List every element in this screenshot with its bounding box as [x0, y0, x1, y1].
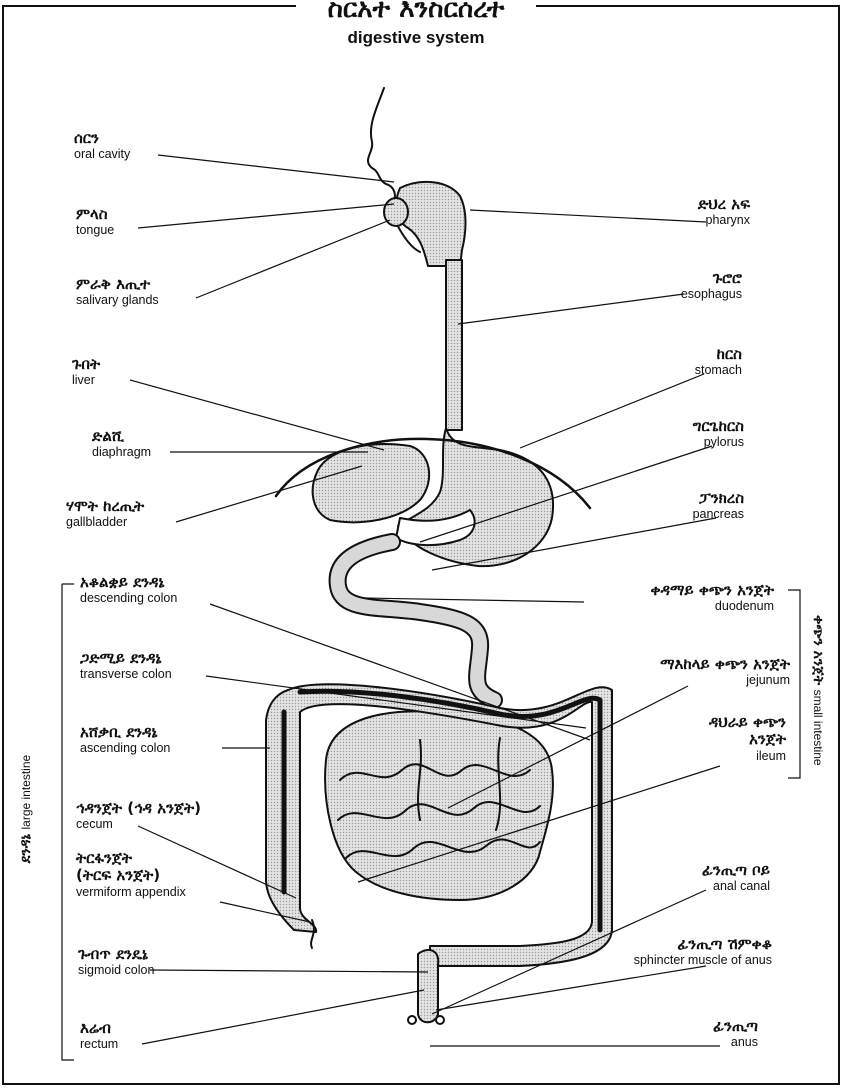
small-intestine-mass — [325, 711, 553, 900]
label-stomach: ከርስ stomach — [695, 346, 742, 378]
anus-ring-right — [436, 1016, 444, 1024]
rectum-shape — [418, 950, 438, 1022]
group-small-intestine: ቀጭን አንጀት small intestine — [809, 615, 827, 755]
label-descending-colon: አቆልቋይ ደንዳኔ descending colon — [80, 574, 177, 606]
label-vermiform-appendix: ትርፋንጀት (ትርፍ አንጀት) vermiform appendix — [76, 850, 186, 899]
group-large-intestine: ደንዳኔ large intestine — [17, 749, 35, 869]
label-sphincter: ፊንጢጣ ሽምቀቆ sphincter muscle of anus — [634, 936, 772, 968]
label-pylorus: ግርጌከርስ pylorus — [693, 418, 744, 450]
label-anus: ፊንጢጣ anus — [713, 1018, 758, 1050]
label-anal-canal: ፊንጢጣ ቦይ anal canal — [702, 862, 770, 894]
label-transverse-colon: ጋድሚይ ደንዳኔ transverse colon — [80, 650, 172, 682]
label-pancreas: ፓንክረስ pancreas — [693, 490, 744, 522]
label-cecum: ኅዳንጀት (ኅዳ አንጀት) cecum — [76, 800, 201, 832]
label-diaphragm: ድልሺ diaphragm — [92, 428, 151, 460]
label-rectum: እሬብ rectum — [80, 1020, 118, 1052]
anus-ring-left — [408, 1016, 416, 1024]
label-oral-cavity: ሰርን oral cavity — [74, 130, 130, 162]
title-english: digestive system — [296, 28, 536, 48]
title-amharic: ስርአተ እንስርሰረተ — [296, 0, 536, 25]
label-sigmoid-colon: ጉብጥ ደንዴኔ sigmoid colon — [78, 946, 154, 978]
tongue-shape — [384, 198, 408, 226]
label-gallbladder: ሃሞት ከረጢት gallbladder — [66, 498, 144, 530]
label-esophagus: ጉሮሮ esophagus — [681, 270, 742, 302]
pharynx-shape — [396, 182, 465, 266]
label-liver: ጉበት liver — [72, 356, 100, 388]
label-tongue: ምላስ tongue — [76, 206, 114, 238]
label-pharynx: ድህረ አፍ pharynx — [698, 196, 750, 228]
esophagus-shape — [446, 260, 462, 430]
label-duodenum: ቀዳማይ ቀጭን አንጀት duodenum — [651, 582, 774, 614]
label-jejunum: ማእከላይ ቀጭን አንጀት jejunum — [660, 656, 790, 688]
label-salivary-glands: ምራቅ እጢተ salivary glands — [76, 276, 159, 308]
label-ileum: ዳህራይ ቀጭን አንጀት ileum — [709, 714, 786, 763]
label-ascending-colon: አሸቃቢ ደንዳኔ ascending colon — [80, 724, 170, 756]
